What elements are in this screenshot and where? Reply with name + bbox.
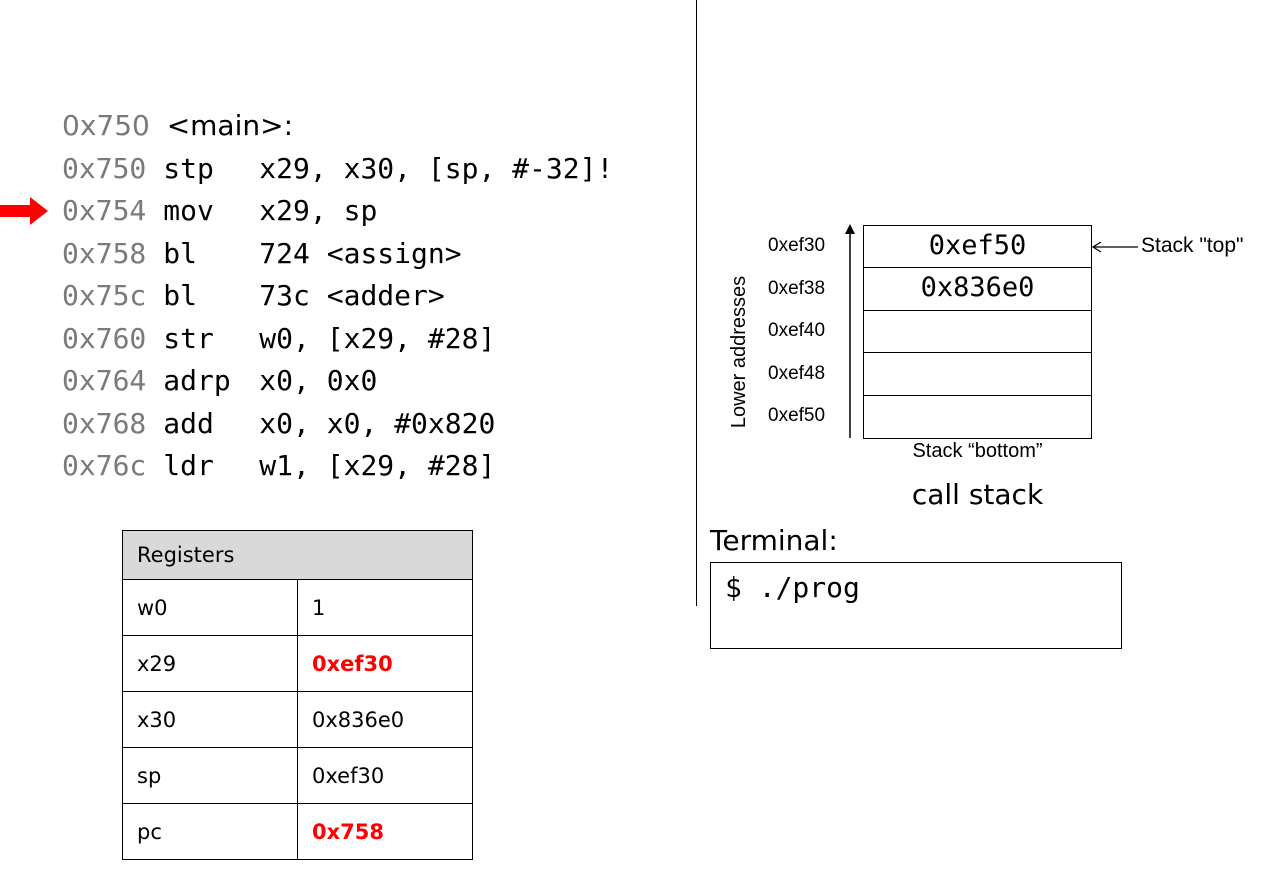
stack-cell	[864, 396, 1091, 438]
terminal-label: Terminal:	[710, 524, 838, 557]
register-name: x30	[122, 691, 298, 748]
panel-divider	[696, 0, 697, 606]
stack-address: 0xef30	[768, 235, 826, 256]
stack-address: 0xef48	[768, 363, 826, 384]
register-name: w0	[122, 579, 298, 636]
instruction-address: 0x768	[62, 406, 147, 440]
instruction-operands: 73c <adder>	[259, 279, 445, 312]
call-stack: 0xef50 0x836e0	[863, 225, 1092, 439]
instruction-line: 0x750 stp x29, x30, [sp, #-32]!	[62, 148, 613, 191]
register-name: sp	[122, 747, 298, 804]
registers-title: Registers	[122, 530, 473, 580]
left-arrow-icon	[1091, 241, 1138, 253]
instruction-operands: w0, [x29, #28]	[259, 321, 496, 355]
register-value: 0xef30	[297, 635, 473, 692]
instruction-line: 0x764 adrp x0, 0x0	[62, 360, 613, 403]
stack-cell: 0xef50	[864, 226, 1091, 269]
instruction-operands: w1, [x29, #28]	[259, 449, 496, 482]
instruction-address: 0x750	[62, 151, 147, 185]
instruction-operands: x29, x30, [sp, #-32]!	[259, 151, 614, 185]
stack-cell: 0x836e0	[864, 268, 1091, 311]
register-value: 0x758	[297, 803, 473, 860]
instruction-address: 0x75c	[62, 279, 147, 312]
register-row: sp 0xef30	[122, 747, 473, 804]
register-value: 0xef30	[297, 747, 473, 804]
terminal-output: $ ./prog	[725, 571, 860, 604]
stack-cell	[864, 353, 1091, 396]
instruction-address: 0x754	[62, 194, 147, 227]
function-address: 0x750	[62, 109, 150, 142]
stack-address: 0xef40	[768, 320, 826, 341]
register-row: x29 0xef30	[122, 635, 473, 692]
terminal-window: $ ./prog	[710, 562, 1122, 649]
instruction-operands: 724 <assign>	[259, 236, 462, 270]
instruction-mnemonic: add	[163, 406, 214, 440]
registers-table: Registers w0 1 x29 0xef30 x30 0x836e0 sp…	[122, 530, 473, 860]
instruction-mnemonic: mov	[163, 194, 214, 227]
instruction-address: 0x76c	[62, 449, 147, 482]
instruction-operands: x0, 0x0	[259, 364, 378, 397]
instruction-mnemonic: stp	[163, 151, 214, 185]
register-name: x29	[122, 635, 298, 692]
instruction-line: 0x754 mov x29, sp	[62, 190, 613, 233]
register-value: 0x836e0	[297, 691, 473, 748]
register-name: pc	[122, 803, 298, 860]
stack-address: 0xef50	[768, 405, 826, 426]
instruction-operands: x29, sp	[259, 194, 378, 227]
function-header: 0x750 <main>:	[62, 105, 613, 148]
up-arrow-icon	[845, 224, 855, 438]
stack-cell	[864, 311, 1091, 354]
instruction-line: 0x76c ldr w1, [x29, #28]	[62, 445, 613, 488]
instruction-line: 0x760 str w0, [x29, #28]	[62, 318, 613, 361]
assembly-listing: 0x750 <main>: 0x750 stp x29, x30, [sp, #-3…	[62, 105, 613, 488]
call-stack-caption: call stack	[911, 478, 1044, 511]
instruction-mnemonic: str	[163, 321, 214, 355]
instruction-mnemonic: ldr	[163, 449, 214, 482]
stack-top-label: Stack "top"	[1141, 234, 1244, 257]
instruction-mnemonic: bl	[163, 279, 198, 312]
stack-axis-label: Lower addresses	[728, 275, 750, 429]
register-row: pc 0x758	[122, 803, 473, 860]
instruction-line: 0x75c bl 73c <adder>	[62, 275, 613, 318]
instruction-line: 0x768 add x0, x0, #0x820	[62, 403, 613, 446]
stack-address: 0xef38	[768, 278, 826, 299]
instruction-line: 0x758 bl 724 <assign>	[62, 233, 613, 276]
register-row: w0 1	[122, 579, 473, 636]
function-label: <main>:	[166, 109, 294, 142]
stack-bottom-label: Stack “bottom”	[912, 440, 1043, 462]
instruction-address: 0x758	[62, 236, 147, 270]
instruction-address: 0x764	[62, 364, 147, 397]
register-value: 1	[297, 579, 473, 636]
instruction-operands: x0, x0, #0x820	[259, 406, 496, 440]
instruction-address: 0x760	[62, 321, 147, 355]
current-instruction-arrow-icon	[0, 197, 48, 226]
instruction-mnemonic: adrp	[163, 364, 231, 397]
register-row: x30 0x836e0	[122, 691, 473, 748]
instruction-mnemonic: bl	[163, 236, 198, 270]
